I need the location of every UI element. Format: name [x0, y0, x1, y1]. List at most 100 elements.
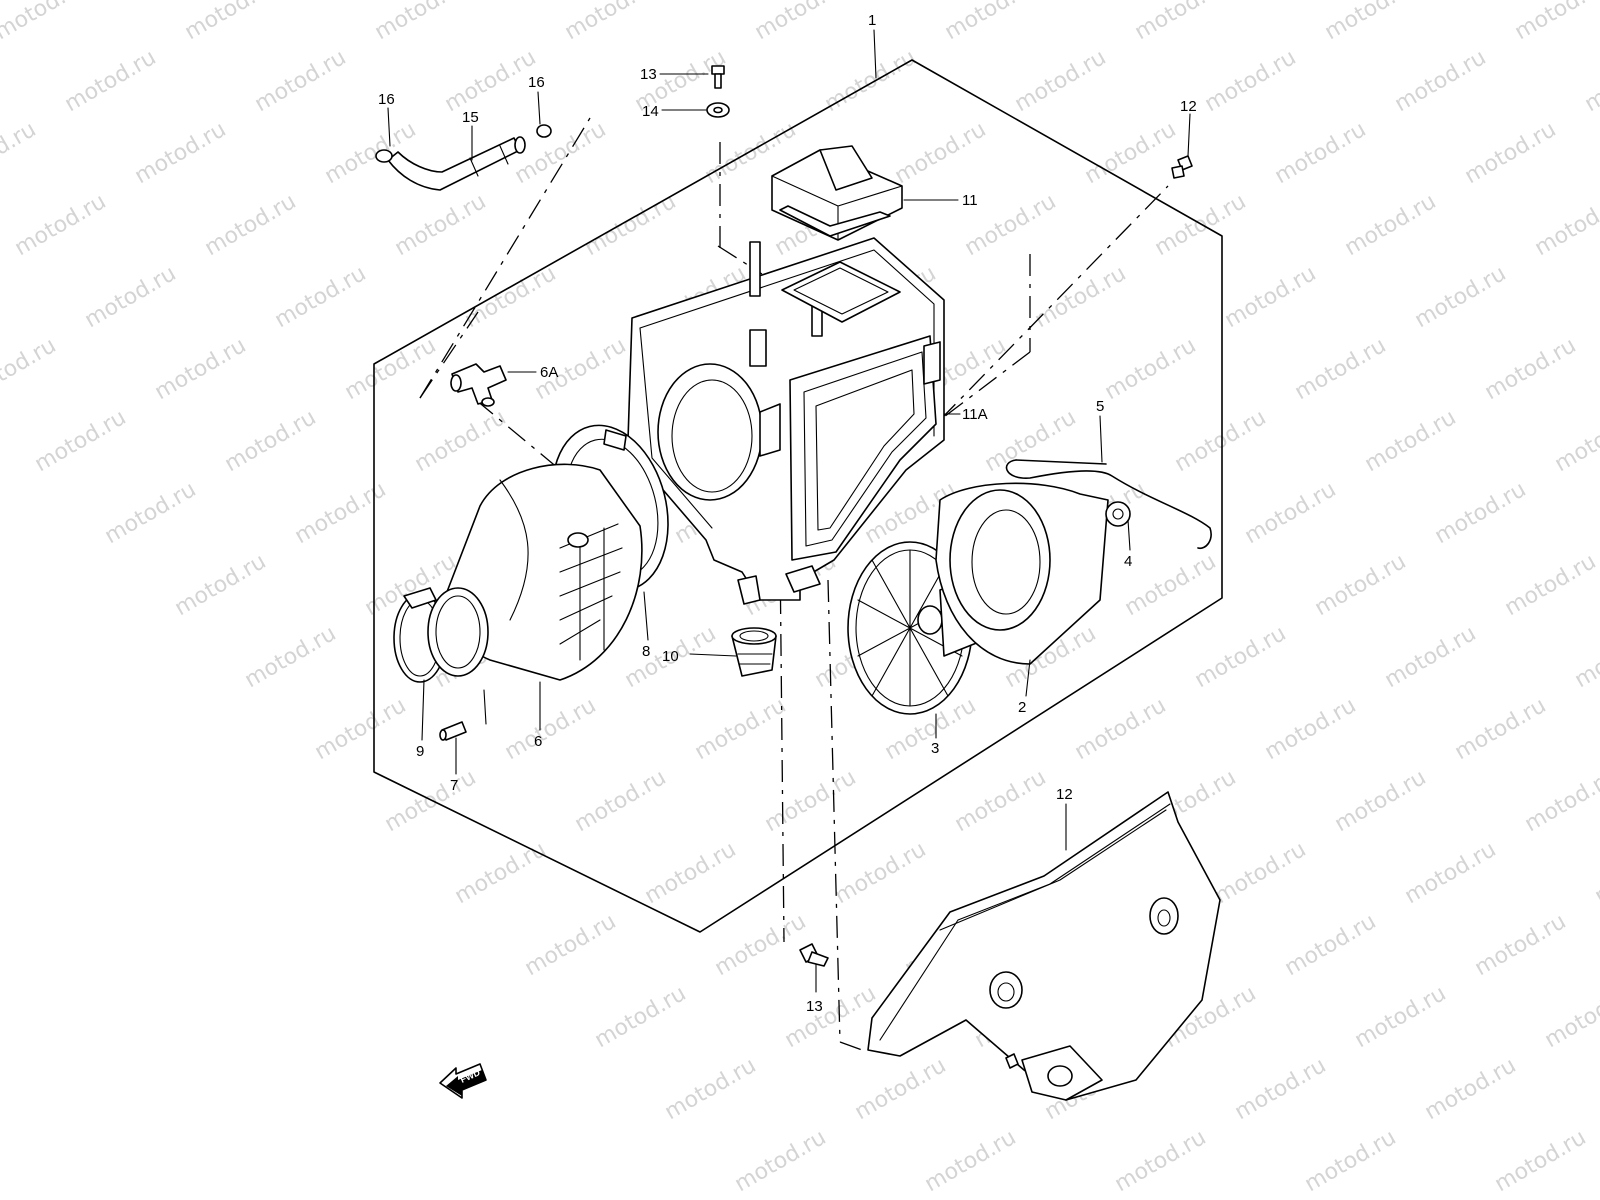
watermark-text: motod.ru	[1451, 693, 1551, 765]
watermark-text: motod.ru	[1301, 1125, 1401, 1197]
callout-5: 5	[1096, 398, 1104, 415]
watermark-text: motod.ru	[1031, 261, 1131, 333]
watermark-text: motod.ru	[711, 909, 811, 981]
watermark-text: motod.ru	[441, 45, 541, 117]
watermark-text: motod.ru	[1581, 45, 1600, 117]
watermark-text: motod.ru	[0, 333, 60, 405]
watermark-text: motod.ru	[381, 765, 481, 837]
callout-3: 3	[931, 740, 939, 757]
watermark-text: motod.ru	[641, 837, 741, 909]
watermark-text: motod.ru	[321, 117, 421, 189]
grommet	[1105, 501, 1131, 527]
watermark-text: motod.ru	[1231, 1053, 1331, 1125]
watermark-text: motod.ru	[1401, 837, 1501, 909]
watermark-text: motod.ru	[501, 693, 601, 765]
watermark-text: motod.ru	[1261, 693, 1361, 765]
watermark-text: motod.ru	[341, 333, 441, 405]
watermark-text: motod.ru	[411, 405, 511, 477]
watermark-text: motod.ru	[1391, 45, 1491, 117]
watermark-text: motod.ru	[591, 981, 691, 1053]
watermark-text: motod.ru	[1461, 117, 1561, 189]
watermark-text: motod.ru	[851, 1053, 951, 1125]
side-cover	[867, 791, 1221, 1101]
callout-12-top: 12	[1180, 98, 1197, 115]
wire-spring-clip	[1005, 459, 1212, 550]
callout-7: 7	[450, 777, 458, 794]
watermark-text: motod.ru	[271, 261, 371, 333]
watermark-text: motod.ru	[561, 0, 661, 45]
watermark-text: motod.ru	[1071, 693, 1171, 765]
watermark-text: motod.ru	[1541, 981, 1600, 1053]
watermark-text: motod.ru	[691, 693, 791, 765]
washer	[706, 102, 730, 118]
watermark-text: motod.ru	[1501, 549, 1600, 621]
hose-clip-right	[536, 124, 552, 138]
watermark-text: motod.ru	[171, 549, 271, 621]
callout-15: 15	[462, 109, 479, 126]
watermark-text: motod.ru	[941, 0, 1041, 45]
watermark-text: motod.ru	[1111, 1125, 1211, 1197]
leader-lines	[387, 29, 1191, 993]
callout-13-bottom: 13	[806, 998, 823, 1015]
callout-8: 8	[642, 643, 650, 660]
watermark-text: motod.ru	[1131, 0, 1231, 45]
watermark-text: motod.ru	[981, 405, 1081, 477]
watermark-text: motod.ru	[1191, 621, 1291, 693]
callout-4: 4	[1124, 553, 1132, 570]
drain-cap	[731, 627, 777, 677]
callout-10: 10	[662, 648, 679, 665]
watermark-text: motod.ru	[1351, 981, 1451, 1053]
watermark-text: motod.ru	[151, 333, 251, 405]
watermark-text: motod.ru	[731, 1125, 831, 1197]
watermark-text: motod.ru	[1211, 837, 1311, 909]
watermark-text: motod.ru	[1221, 261, 1321, 333]
watermark-text: motod.ru	[521, 909, 621, 981]
watermark-text: motod.ru	[81, 261, 181, 333]
callout-6a: 6A	[540, 364, 558, 381]
callout-12-bottom: 12	[1056, 786, 1073, 803]
air-filter-element	[935, 482, 1109, 665]
watermark-text: motod.ru	[291, 477, 391, 549]
watermark-text: motod.ru	[511, 117, 611, 189]
hose-clip-left	[375, 149, 393, 163]
watermark-text: motod.ru	[1281, 909, 1381, 981]
bolt-right	[1171, 155, 1193, 179]
callout-16-right: 16	[528, 74, 545, 91]
pin	[439, 721, 467, 741]
callout-14: 14	[642, 103, 659, 120]
watermark-text: motod.ru	[451, 837, 551, 909]
watermark-text: motod.ru	[831, 837, 931, 909]
assembly-boundary	[373, 59, 1223, 933]
watermark-text: motod.ru	[391, 189, 491, 261]
watermark-text: motod.ru	[1151, 189, 1251, 261]
watermark-text: motod.ru	[1361, 405, 1461, 477]
watermark-text: motod.ru	[101, 477, 201, 549]
air-box-housing	[627, 237, 945, 605]
callout-11a: 11A	[962, 406, 988, 423]
watermark-text: motod.ru	[0, 0, 90, 45]
callout-6: 6	[534, 733, 542, 750]
watermark-text: motod.ru	[1571, 621, 1600, 693]
watermark-text: motod.ru	[1531, 189, 1600, 261]
callout-labels: 1 2 3 4 5 6 6A 7 8 9 10 11 11A 12 12 13 …	[378, 12, 1197, 1015]
watermark-text: motod.ru	[221, 405, 321, 477]
watermark-text: motod.ru	[201, 189, 301, 261]
callout-13-top: 13	[640, 66, 657, 83]
watermark-text: motod.ru	[0, 117, 40, 189]
elbow-fitting	[450, 363, 507, 407]
intake-duct	[439, 463, 643, 681]
watermark-text: motod.ru	[1101, 333, 1201, 405]
top-cover	[771, 145, 903, 241]
watermark-text: motod.ru	[31, 405, 131, 477]
forward-direction-arrow: FWD	[439, 1063, 487, 1099]
duct-inlet-collar	[427, 587, 489, 677]
watermark-text: motod.ru	[781, 981, 881, 1053]
watermark-text: motod.ru	[1311, 549, 1411, 621]
callout-2: 2	[1018, 699, 1026, 716]
watermark-text: motod.ru	[1481, 333, 1581, 405]
watermark-text: motod.ru	[1121, 549, 1221, 621]
watermark-text: motod.ru	[921, 1125, 1021, 1197]
watermark-text: motod.ru	[1491, 1125, 1591, 1197]
watermark-text: motod.ru	[661, 1053, 761, 1125]
